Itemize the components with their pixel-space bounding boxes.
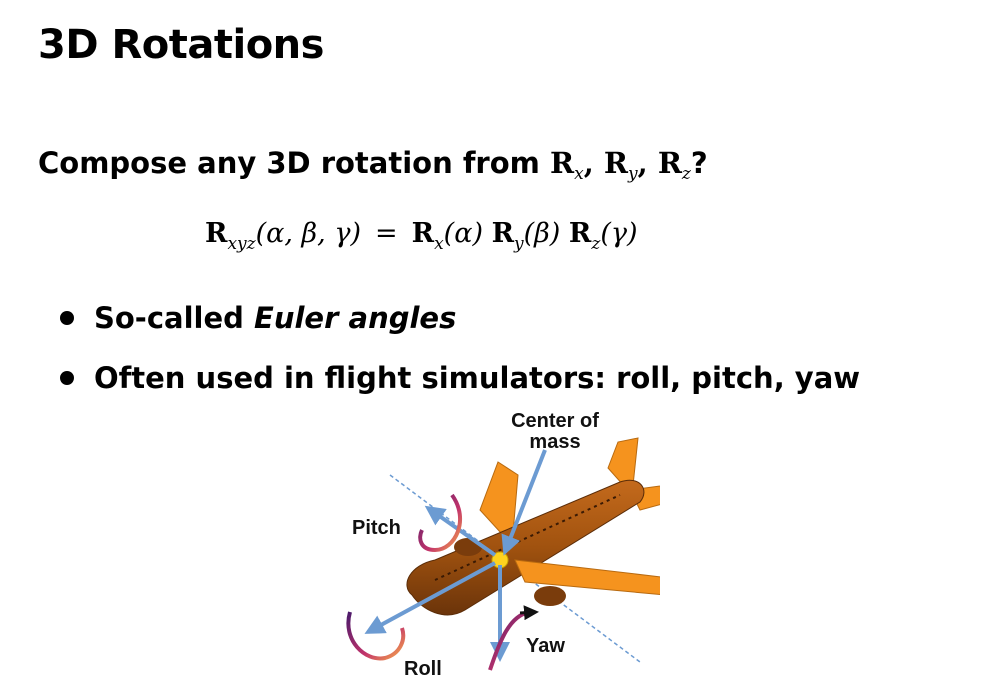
eq-t1-arg: (α) bbox=[443, 218, 483, 249]
question-sep2: , bbox=[637, 146, 658, 180]
center-of-mass-label-line1: Center of bbox=[511, 410, 599, 432]
pitch-label: Pitch bbox=[352, 517, 401, 539]
eq-lhs-sub: xyz bbox=[227, 234, 256, 254]
bullet-prefix: Often used in flight simulators: roll, p… bbox=[94, 361, 861, 395]
question-suffix: ? bbox=[690, 146, 708, 180]
matrix-ry: R bbox=[603, 146, 628, 180]
bullet-dot bbox=[60, 371, 74, 385]
eq-t1-sub: x bbox=[434, 234, 444, 254]
pitch-rotation-arc bbox=[418, 493, 463, 553]
eq-t3-r: R bbox=[568, 218, 592, 249]
roll-label: Roll bbox=[404, 658, 442, 680]
question-sep1: , bbox=[583, 146, 604, 180]
bullet-list: So-called Euler angles Often used in fli… bbox=[60, 288, 860, 408]
question-text: Compose any 3D rotation from Rx, Ry, Rz? bbox=[38, 146, 708, 184]
center-pointer-arrow bbox=[501, 449, 547, 556]
window-row bbox=[434, 494, 621, 581]
eq-t3-arg: (γ) bbox=[600, 218, 638, 249]
pitch-arrow bbox=[424, 505, 497, 557]
matrix-ry-sub: y bbox=[628, 164, 638, 184]
yaw-rotation-arc bbox=[488, 610, 531, 671]
eq-t3-sub: z bbox=[591, 234, 601, 254]
eq-lhs-args: (α, β, γ) bbox=[255, 218, 361, 249]
eq-t1-r: R bbox=[411, 218, 435, 249]
matrix-rz-sub: z bbox=[681, 164, 691, 184]
bullet-emphasis: Euler angles bbox=[254, 301, 457, 335]
bullet-item: Often used in flight simulators: roll, p… bbox=[60, 348, 860, 408]
bullet-dot bbox=[60, 311, 74, 325]
airplane-figure: Center of mass Pitch Roll Yaw bbox=[340, 400, 691, 694]
yaw-label: Yaw bbox=[526, 635, 565, 657]
eq-t2-sub: y bbox=[514, 234, 524, 254]
yaw-arrowhead bbox=[519, 605, 539, 621]
eq-t2-arg: (β) bbox=[523, 218, 561, 249]
question-prefix: Compose any 3D rotation from bbox=[38, 146, 550, 180]
engine-right bbox=[534, 586, 566, 606]
roll-rotation-arc bbox=[346, 611, 406, 661]
matrix-rz: R bbox=[657, 146, 682, 180]
near-wing bbox=[514, 559, 671, 596]
slide-title: 3D Rotations bbox=[38, 22, 324, 68]
bullet-item: So-called Euler angles bbox=[60, 288, 860, 348]
eq-lhs-r: R bbox=[205, 218, 228, 249]
fuselage bbox=[406, 479, 645, 616]
eq-t2-r: R bbox=[491, 218, 515, 249]
matrix-rx: R bbox=[549, 146, 575, 180]
euler-equation: Rxyz(α, β, γ) = Rx(α) Ry(β) Rz(γ) bbox=[205, 218, 638, 254]
matrix-rx-sub: x bbox=[574, 164, 584, 184]
airplane-illustration: Center of mass Pitch Roll Yaw bbox=[346, 410, 691, 680]
roll-arrow bbox=[364, 561, 496, 634]
center-of-mass-label-line2: mass bbox=[529, 431, 580, 453]
eq-equals: = bbox=[375, 218, 398, 249]
bullet-prefix: So-called bbox=[94, 301, 244, 335]
